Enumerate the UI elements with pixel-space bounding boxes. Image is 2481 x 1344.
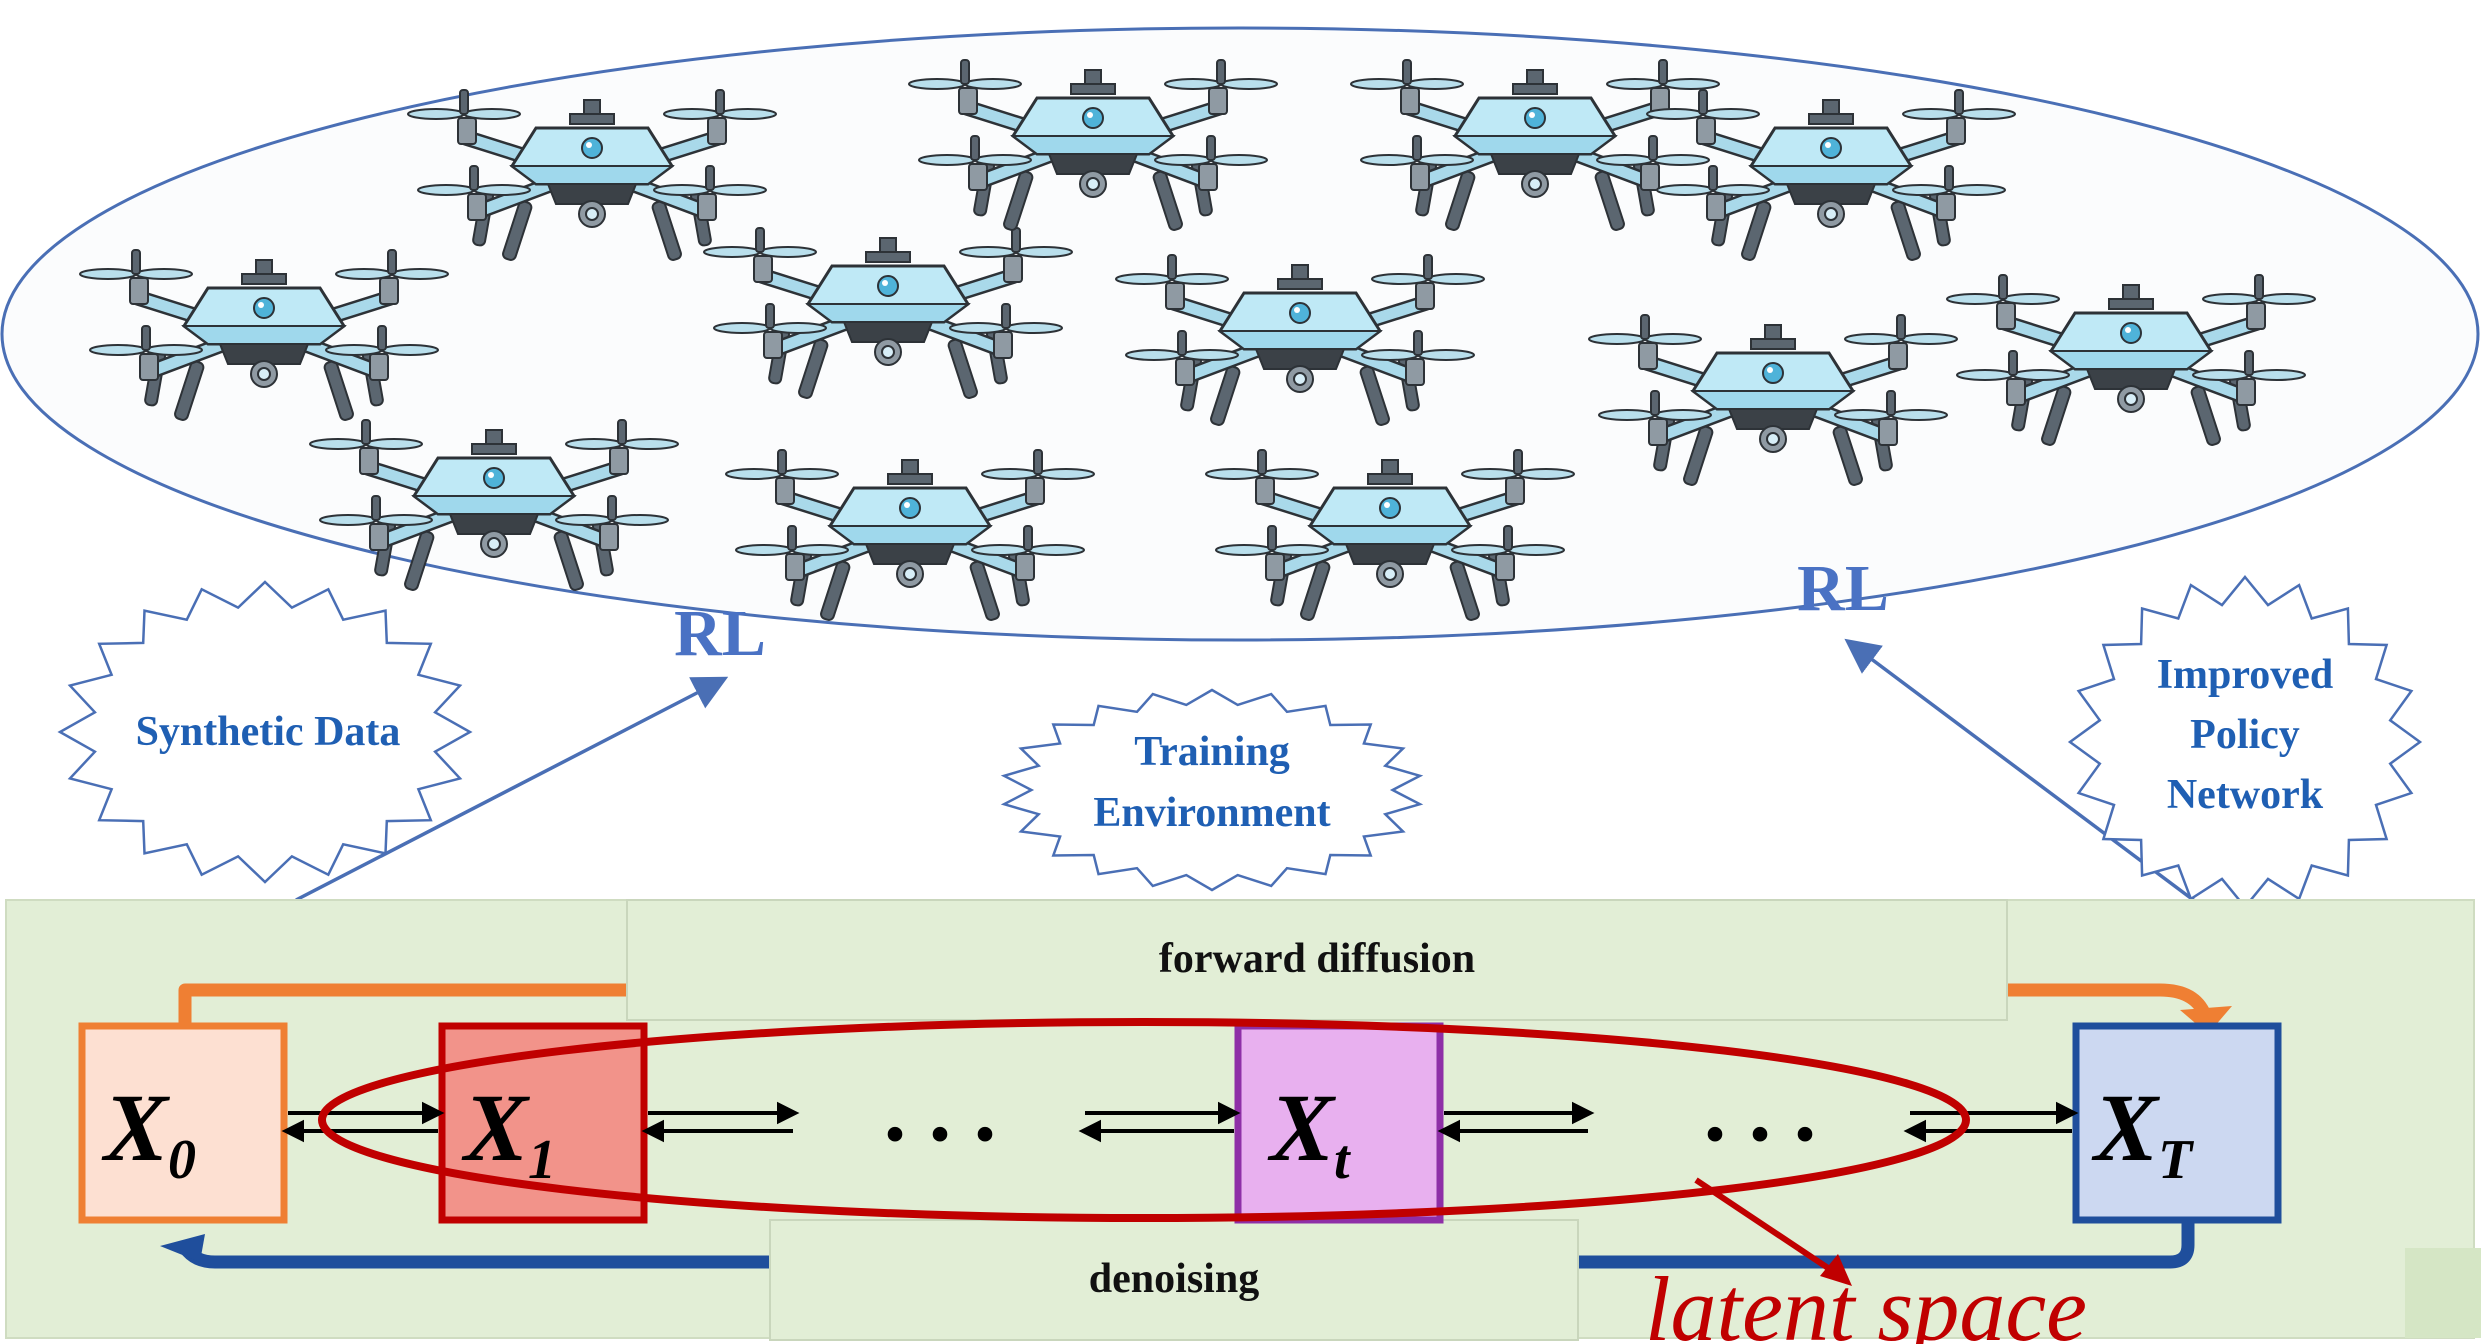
state-label-x0: X0 (101, 1074, 196, 1191)
corner-patch (2405, 1248, 2481, 1338)
latent-space-label: latent space (1645, 1258, 2087, 1344)
ellipsis-left: . . . (884, 1061, 997, 1160)
synthetic-data-callout: Synthetic Data (57, 580, 473, 884)
improved-policy-network-label-line3: Network (2167, 772, 2324, 818)
ellipsis-right: . . . (1704, 1061, 1817, 1160)
latent-space-ellipse (318, 1018, 1970, 1222)
rl-arrow-left (295, 676, 729, 902)
state-label-xt: Xt (1267, 1074, 1351, 1191)
improved-policy-network-callout: Improved Policy Network (2067, 575, 2423, 909)
training-environment-callout: Training Environment (1000, 688, 1424, 892)
state-box-x0 (78, 1022, 288, 1224)
state-box-xt (1234, 1022, 1444, 1224)
training-environment-label-line1: Training (1134, 729, 1290, 775)
transition-arrows (281, 1101, 2079, 1143)
denoising-arrowhead (160, 1234, 205, 1262)
improved-policy-network-label-line1: Improved (2157, 652, 2334, 698)
training-environment-label-line2: Environment (1093, 790, 1330, 836)
denoising-box (769, 1219, 1579, 1341)
forward-diffusion-arrowhead (2180, 1006, 2232, 1034)
forward-diffusion-label: forward diffusion (1159, 936, 1475, 982)
latent-space-pointer-head (1820, 1254, 1852, 1286)
improved-policy-network-label-line2: Policy (2190, 712, 2300, 758)
denoising-label: denoising (1089, 1256, 1259, 1302)
synthetic-data-label: Synthetic Data (136, 709, 401, 755)
latent-space-pointer (1694, 1177, 1842, 1279)
state-label-x1: X1 (461, 1074, 556, 1191)
rl-label-left: RL (674, 597, 766, 670)
state-box-xT (2072, 1022, 2282, 1224)
forward-diffusion-box (626, 899, 2008, 1021)
rl-label-right: RL (1797, 552, 1889, 625)
state-label-xT: XT (2091, 1074, 2195, 1191)
